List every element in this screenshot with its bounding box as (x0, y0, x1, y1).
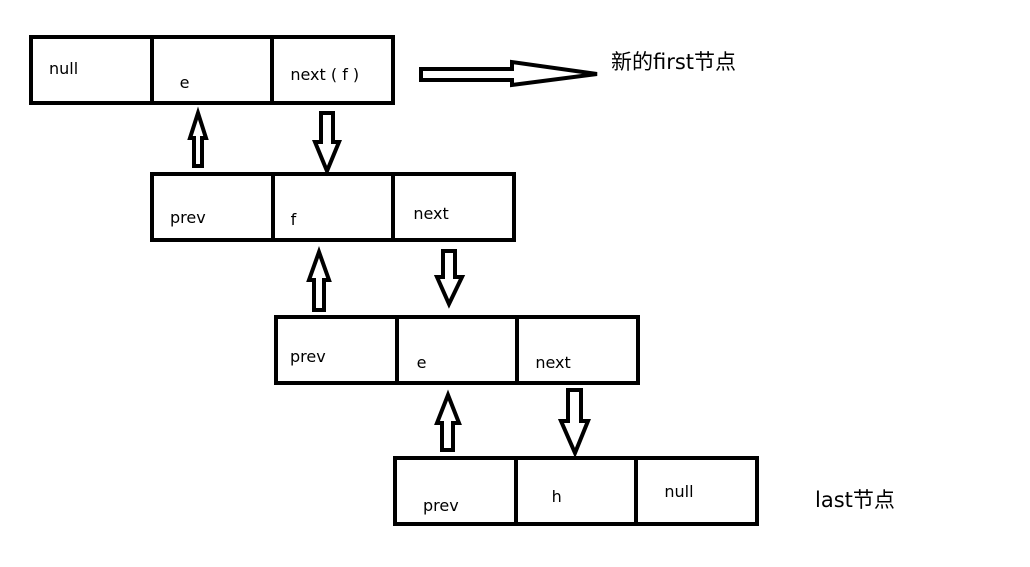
cell-text: next (535, 353, 571, 372)
cell-text: null (49, 59, 79, 78)
node-cell-value: f (270, 176, 392, 238)
node-cell-prev: prev (154, 176, 271, 238)
node-cell-value: e (394, 319, 516, 381)
first-node-label: 新的first节点 (611, 50, 737, 74)
list-node-4: prev h null (393, 456, 759, 526)
up-arrow-icon (306, 246, 332, 312)
node-cell-value: h (513, 460, 635, 522)
node-cell-value: e (149, 39, 271, 101)
cell-text: f (290, 210, 297, 229)
node-cell-next: next (515, 319, 636, 381)
list-node-3: prev e next (274, 315, 640, 385)
up-arrow-icon (434, 389, 462, 452)
node-cell-prev: prev (397, 460, 514, 522)
cell-text: h (551, 487, 562, 506)
list-node-1: null e next ( f ) (29, 35, 395, 105)
up-arrow-icon (187, 106, 209, 168)
last-node-label: last节点 (815, 488, 895, 512)
cell-text: e (179, 73, 190, 92)
cell-text: prev (423, 496, 459, 515)
list-node-2: prev f next (150, 172, 516, 242)
cell-text: next (413, 204, 449, 223)
cell-text: e (416, 353, 427, 372)
node-cell-prev: prev (278, 319, 395, 381)
node-cell-next: next ( f ) (270, 39, 391, 101)
node-cell-prev: null (33, 39, 150, 101)
cell-text: prev (170, 208, 206, 227)
down-arrow-icon (433, 249, 466, 309)
node-cell-next: next (391, 176, 512, 238)
right-arrow-icon (419, 59, 598, 88)
cell-text: null (664, 482, 694, 501)
cell-text: next ( f ) (290, 65, 360, 84)
cell-text: prev (290, 347, 326, 366)
down-arrow-icon (312, 111, 342, 177)
down-arrow-icon (557, 388, 591, 459)
node-cell-next: null (634, 460, 755, 522)
